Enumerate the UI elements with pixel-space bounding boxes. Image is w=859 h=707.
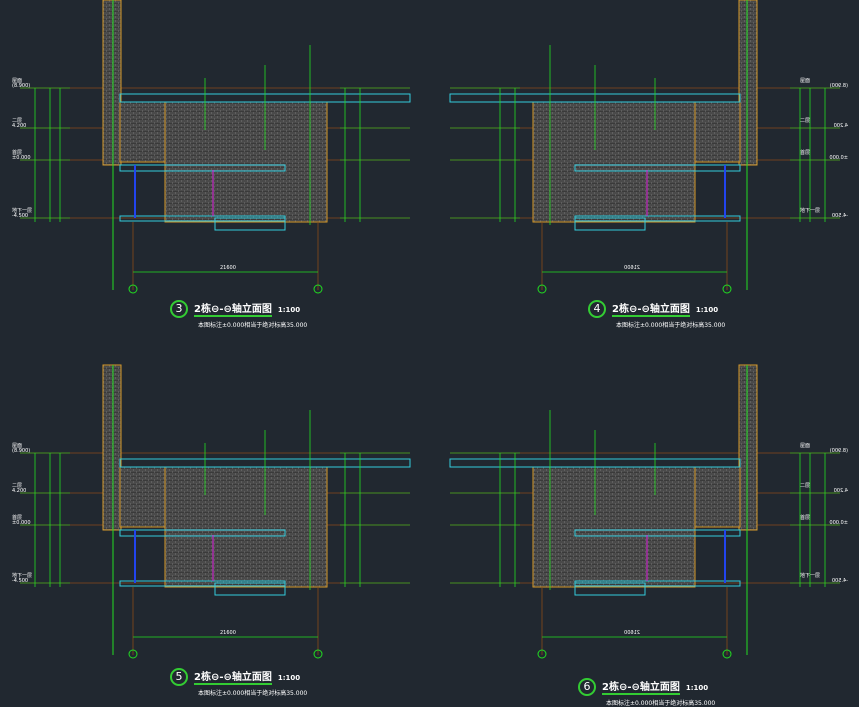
brick-wall-left <box>119 101 166 163</box>
axis-bubble <box>722 649 732 659</box>
span-dimension: 21600 <box>220 265 236 271</box>
elevation-view-3: 屋面(8.900) 二层4.200 首层±0.000 地下一层-4.500 21600 <box>12 0 411 294</box>
floor-slab <box>119 164 286 172</box>
level-value: (8.900) <box>12 83 30 89</box>
view-number: 6 <box>578 678 596 696</box>
level-label: 二层 <box>800 118 810 124</box>
floor-slab <box>574 529 741 537</box>
level-label: 地下一层 <box>12 572 32 579</box>
level-label: 二层 <box>800 483 810 489</box>
pit <box>214 217 286 231</box>
view-number: 4 <box>588 300 606 318</box>
level-value: (8.900) <box>830 83 848 89</box>
brick-wall-left <box>694 101 741 163</box>
level-value: 4.200 <box>12 488 26 494</box>
level-label: 首层 <box>800 514 810 521</box>
level-label: 二层 <box>12 118 22 124</box>
level-value: ±0.000 <box>12 520 31 526</box>
level-value: ±0.000 <box>829 155 848 161</box>
pit <box>574 217 646 231</box>
axis-bubble <box>313 284 323 294</box>
axis-bubble <box>537 284 547 294</box>
axis-bubble <box>128 284 138 294</box>
span-dimension: 21600 <box>220 630 236 636</box>
level-label: 首层 <box>12 149 22 156</box>
level-label: 屋面 <box>12 78 22 84</box>
pit <box>574 582 646 596</box>
level-label: 二层 <box>12 483 22 489</box>
level-label: 地下一层 <box>12 207 32 214</box>
brick-wall <box>532 466 696 588</box>
axis-bubble <box>128 649 138 659</box>
level-label: 地下一层 <box>800 572 820 579</box>
brick-wall <box>164 101 328 223</box>
level-value: 4.200 <box>834 488 848 494</box>
stair-tower <box>738 364 758 531</box>
level-value: ±0.000 <box>12 155 31 161</box>
view-number: 5 <box>170 668 188 686</box>
level-label: 屋面 <box>800 443 810 449</box>
level-value: (8.900) <box>12 448 30 454</box>
view-number: 3 <box>170 300 188 318</box>
level-label: 屋面 <box>800 78 810 84</box>
elevation-view-4: 屋面 (8.900) 二层 4.200 首层 ±0.000 地下一层 -4.500 21600 <box>449 0 848 294</box>
axis-bubble <box>722 284 732 294</box>
brick-wall-left <box>694 466 741 528</box>
elevation-view-5: 屋面(8.900) 二层4.200 首层±0.000 地下一层-4.500 21600 <box>12 364 411 659</box>
level-value: 4.200 <box>834 123 848 129</box>
level-value: -4.500 <box>832 578 848 584</box>
level-value: (8.900) <box>830 448 848 454</box>
level-value: ±0.000 <box>829 520 848 526</box>
level-value: -4.500 <box>12 213 28 219</box>
brick-wall-left <box>119 466 166 528</box>
level-label: 首层 <box>800 149 810 156</box>
brick-wall <box>164 466 328 588</box>
level-label: 首层 <box>12 514 22 521</box>
span-dimension: 21600 <box>624 630 640 636</box>
floor-slab <box>119 529 286 537</box>
level-label: 地下一层 <box>800 207 820 214</box>
axis-bubble <box>313 649 323 659</box>
brick-wall <box>532 101 696 223</box>
level-value: 4.200 <box>12 123 26 129</box>
span-dimension: 21600 <box>624 265 640 271</box>
stair-tower <box>738 0 758 166</box>
level-value: -4.500 <box>832 213 848 219</box>
level-label: 屋面 <box>12 443 22 449</box>
stair-tower <box>102 0 122 166</box>
stair-tower <box>102 364 122 531</box>
floor-slab <box>574 164 741 172</box>
axis-bubble <box>537 649 547 659</box>
pit <box>214 582 286 596</box>
level-value: -4.500 <box>12 578 28 584</box>
elevation-view-6: 屋面 (8.900) 二层 4.200 首层 ±0.000 地下一层 -4.500 21600 <box>449 364 848 659</box>
